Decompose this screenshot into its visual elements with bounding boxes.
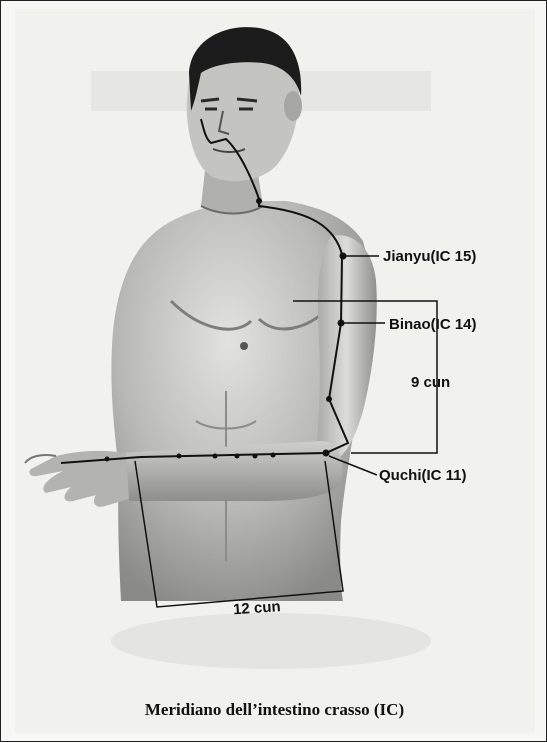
figure-caption: Meridiano dell’intestino crasso (IC) — [1, 700, 547, 720]
acupoint-dot — [235, 454, 240, 459]
upper-arm-measure-label: 9 cun — [411, 374, 450, 391]
bg-smudge — [111, 613, 431, 669]
quchi-label: Quchi(IC 11) — [379, 467, 467, 484]
acupoint-dot — [256, 198, 262, 204]
acupoint-dot — [326, 396, 332, 402]
binao-label: Binao(IC 14) — [389, 316, 477, 333]
acupoint-dot — [177, 454, 182, 459]
upper-arm — [316, 235, 377, 456]
acupoint-dot — [271, 453, 276, 458]
nipple — [240, 342, 248, 350]
acupoint-dot — [105, 457, 110, 462]
binao-point — [338, 320, 345, 327]
acupoint-dot — [213, 454, 218, 459]
jianyu-point — [340, 253, 347, 260]
quchi-point — [323, 450, 330, 457]
forearm-measure-label: 12 cun — [233, 598, 282, 618]
ear — [284, 91, 302, 121]
acupoint-dot — [253, 454, 258, 459]
jianyu-label: Jianyu(IC 15) — [383, 248, 476, 265]
